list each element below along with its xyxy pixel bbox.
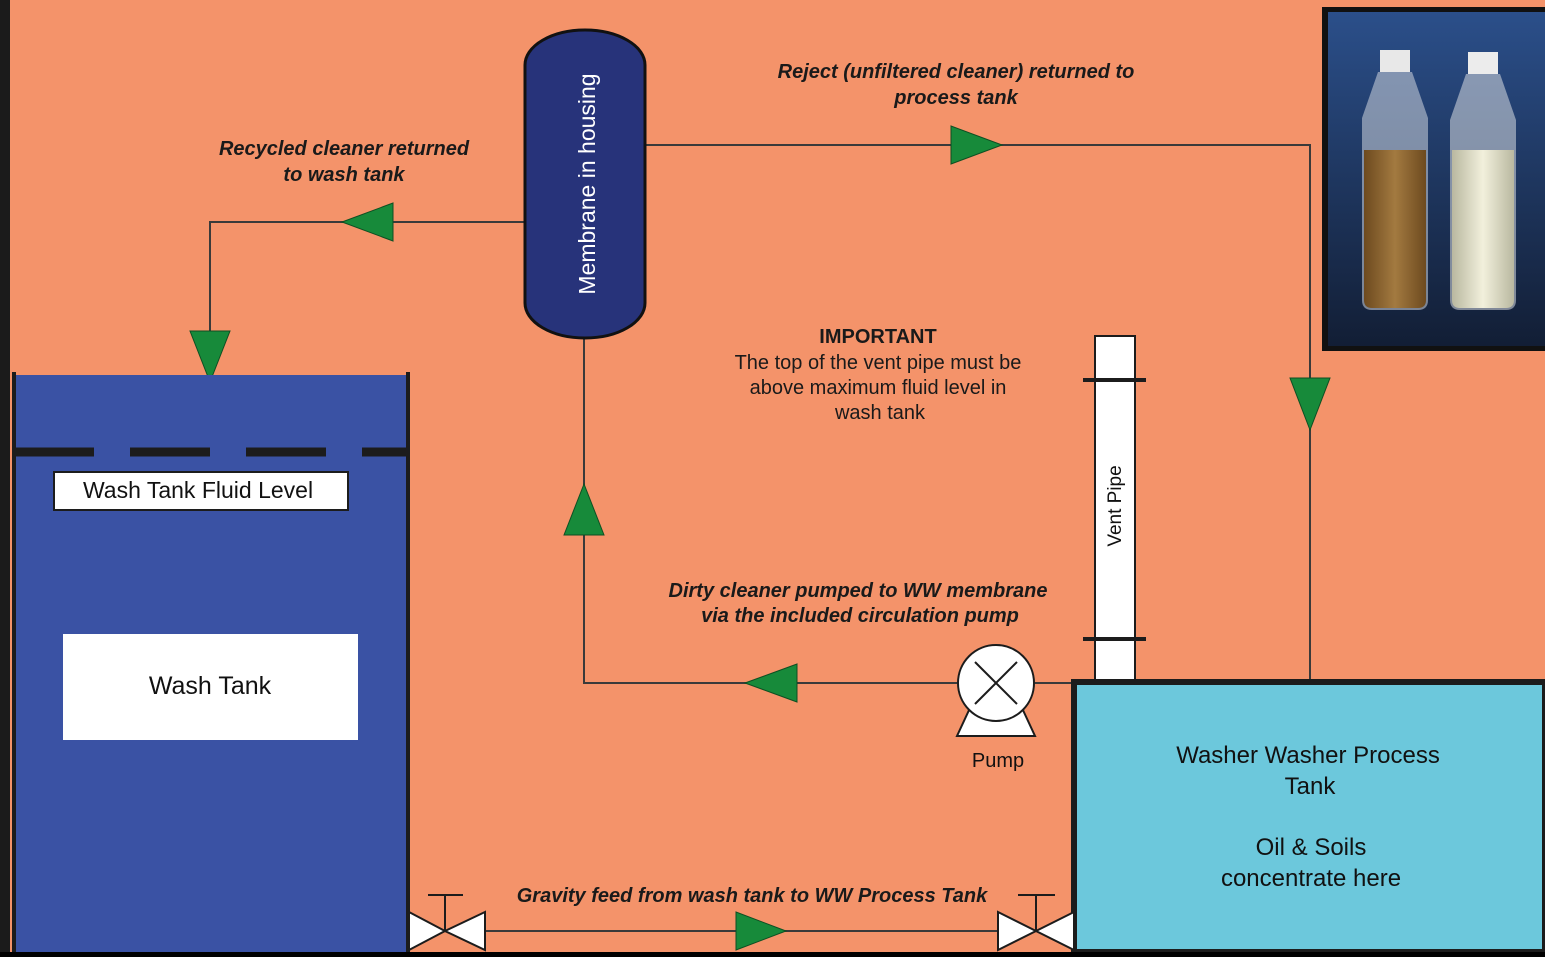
recycled-label-line-2: to wash tank	[283, 164, 405, 186]
valve-left-icon[interactable]	[408, 894, 486, 952]
fluid-level-label: Wash Tank Fluid Level	[83, 477, 313, 503]
left-edge-strip	[0, 0, 10, 952]
important-line-3: wash tank	[834, 402, 926, 424]
dirty-arrow-left	[743, 663, 798, 703]
recycle-arrow-down	[189, 330, 231, 384]
recycled-label: Recycled cleaner returned to wash tank	[219, 138, 470, 186]
dirty-label-line-2: via the included circulation pump	[701, 605, 1019, 627]
process-tank-note-2: concentrate here	[1221, 865, 1401, 892]
important-line-1: The top of the vent pipe must be	[735, 352, 1022, 374]
valve-right-icon[interactable]	[997, 894, 1075, 952]
reject-label-line-2: process tank	[893, 87, 1018, 109]
process-tank-title-2: Tank	[1285, 773, 1337, 800]
pump: Pump	[955, 644, 1037, 772]
flow-arrows	[189, 125, 1331, 951]
gravity-label: Gravity feed from wash tank to WW Proces…	[517, 885, 988, 907]
wash-tank-name-box	[63, 634, 358, 740]
important-note: IMPORTANT The top of the vent pipe must …	[735, 326, 1022, 424]
process-tank-title-1: Washer Washer Process	[1176, 742, 1440, 769]
important-title: IMPORTANT	[819, 326, 936, 348]
dirty-arrow-up	[563, 482, 605, 536]
dirty-label-line-1: Dirty cleaner pumped to WW membrane	[669, 580, 1048, 602]
vent-pipe-label: Vent Pipe	[1105, 465, 1126, 546]
pump-label: Pump	[972, 750, 1024, 772]
process-tank: Washer Washer Process Tank Oil & Soils c…	[1071, 679, 1545, 955]
bottles-photo-icon	[1322, 7, 1545, 351]
reject-pipe	[645, 144, 1311, 682]
vent-pipe: Vent Pipe	[1083, 335, 1146, 684]
reject-label-line-1: Reject (unfiltered cleaner) returned to	[778, 61, 1135, 83]
process-tank-note-1: Oil & Soils	[1256, 834, 1367, 861]
reject-label: Reject (unfiltered cleaner) returned to …	[778, 61, 1135, 109]
important-line-2: above maximum fluid level in	[750, 377, 1007, 399]
gravity-arrow-right	[735, 911, 788, 951]
wash-tank-name: Wash Tank	[149, 672, 272, 700]
membrane-housing: Membrane in housing	[523, 28, 647, 340]
recycled-label-line-1: Recycled cleaner returned	[219, 138, 470, 160]
fluid-level-box	[53, 471, 349, 511]
reject-arrow-down	[1289, 377, 1331, 432]
recycle-arrow-left	[340, 202, 394, 242]
membrane-label: Membrane in housing	[574, 73, 600, 294]
dirty-label: Dirty cleaner pumped to WW membrane via …	[669, 580, 1048, 627]
reject-arrow-right	[950, 125, 1004, 165]
wash-tank: Wash Tank Fluid Level Wash Tank	[12, 372, 410, 952]
dirty-return-pipe	[583, 338, 957, 684]
